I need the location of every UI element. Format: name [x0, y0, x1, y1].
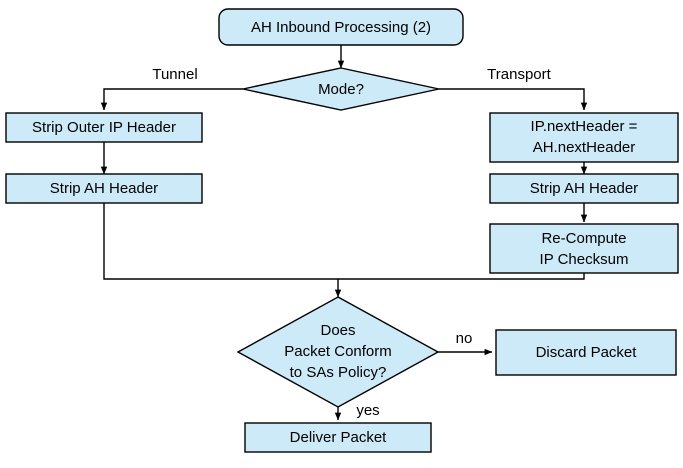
connector-transport-merge: [338, 273, 585, 280]
connector-mode-tunnel: [100, 88, 243, 111]
node-mode-decision[interactable]: Mode?: [242, 67, 440, 111]
mode-decision-shape: [242, 67, 440, 111]
node-strip-ah-header-tunnel[interactable]: Strip AH Header: [5, 173, 203, 204]
discard-packet-label: Discard Packet: [536, 344, 638, 361]
connector-tunnel-merge: [103, 203, 342, 298]
recompute-checksum-label-line2: IP Checksum: [540, 251, 629, 268]
edge-label-tunnel: Tunnel: [152, 66, 197, 83]
connector-mode-transport: [439, 88, 588, 111]
node-start[interactable]: AH Inbound Processing (2): [218, 8, 464, 46]
node-policy-decision[interactable]: Does Packet Conform to SAs Policy?: [236, 296, 440, 408]
recompute-checksum-label-line1: Re-Compute: [541, 230, 626, 247]
edge-label-yes: yes: [356, 402, 379, 419]
node-strip-outer-ip-header[interactable]: Strip Outer IP Header: [5, 112, 203, 143]
node-discard-packet[interactable]: Discard Packet: [495, 329, 677, 376]
next-header-shape: [489, 112, 679, 163]
strip-outer-ip-label: Strip Outer IP Header: [32, 119, 176, 136]
strip-ah-tunnel-label: Strip AH Header: [50, 180, 158, 197]
mode-decision-label: Mode?: [318, 81, 364, 98]
edge-label-no: no: [456, 330, 473, 347]
policy-decision-shape: [236, 296, 440, 408]
start-node-label: AH Inbound Processing (2): [251, 19, 431, 36]
deliver-packet-label: Deliver Packet: [290, 429, 388, 446]
policy-decision-label-line2: Packet Conform: [284, 343, 392, 360]
strip-outer-ip-shape: [5, 112, 203, 143]
policy-decision-label-line1: Does: [320, 322, 355, 339]
discard-packet-shape: [495, 329, 677, 376]
deliver-packet-shape: [244, 422, 432, 453]
node-deliver-packet[interactable]: Deliver Packet: [244, 422, 432, 453]
edge-label-transport: Transport: [487, 66, 551, 83]
strip-ah-transport-shape: [489, 173, 679, 204]
strip-ah-transport-label: Strip AH Header: [530, 180, 638, 197]
connector-layer: [100, 45, 588, 421]
recompute-checksum-shape: [489, 223, 679, 274]
node-strip-ah-header-transport[interactable]: Strip AH Header: [489, 173, 679, 204]
next-header-label-line2: AH.nextHeader: [533, 139, 636, 156]
start-node-shape: [218, 8, 464, 46]
node-next-header-assign[interactable]: IP.nextHeader = AH.nextHeader: [489, 112, 679, 163]
policy-decision-label-line3: to SAs Policy?: [290, 364, 387, 381]
node-recompute-ip-checksum[interactable]: Re-Compute IP Checksum: [489, 223, 679, 274]
strip-ah-tunnel-shape: [5, 173, 203, 204]
next-header-label-line1: IP.nextHeader =: [531, 118, 638, 135]
